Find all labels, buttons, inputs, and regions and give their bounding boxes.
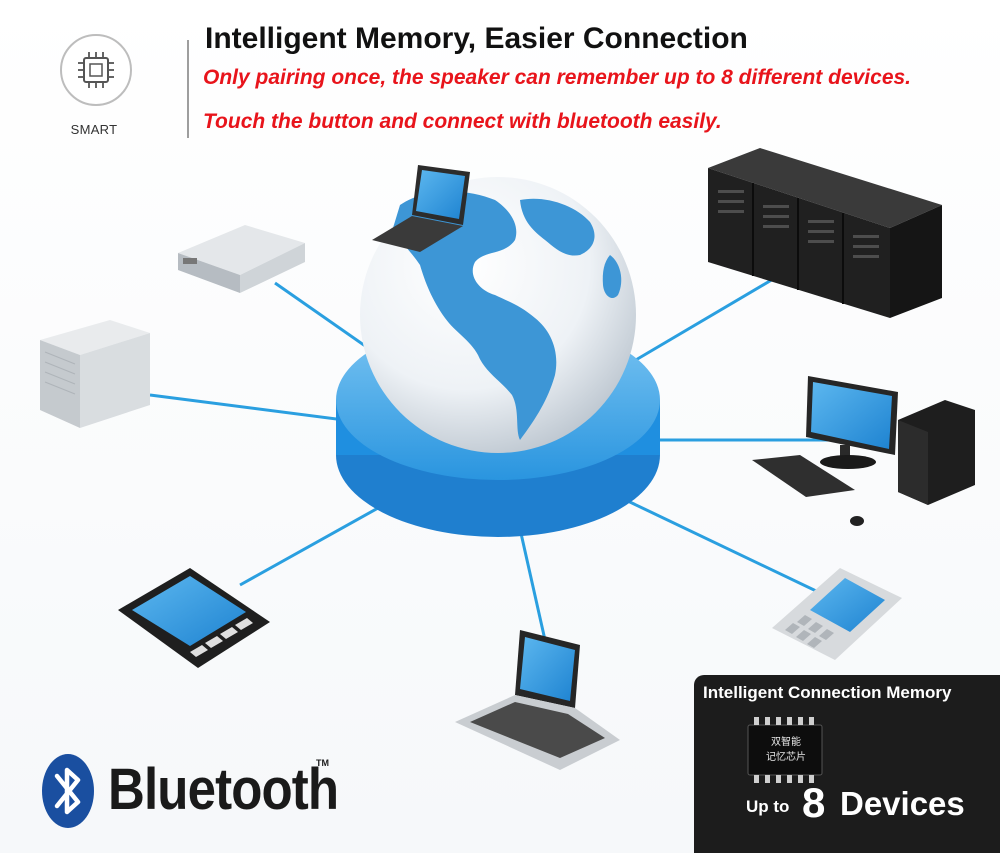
trademark-mark: TM (316, 758, 329, 768)
laptop-top-device (372, 165, 470, 252)
bluetooth-logo: Bluetooth TM (40, 752, 340, 832)
device-count: 8 (802, 779, 826, 826)
server-rack-device (708, 148, 942, 318)
tower-server-device (40, 320, 150, 428)
memory-info-box: Intelligent Connection Memory 双智能 记忆芯片 U… (694, 675, 1000, 853)
memory-box-title: Intelligent Connection Memory (703, 683, 952, 702)
smart-badge-circle (60, 34, 132, 106)
globe (360, 177, 636, 453)
smart-badge: SMART (55, 34, 135, 144)
desktop-pc-device (752, 376, 975, 526)
laptop-bottom-device (455, 630, 620, 770)
tablet-device (118, 568, 270, 668)
bluetooth-icon (42, 754, 94, 828)
router-device (178, 225, 305, 293)
bluetooth-wordmark: Bluetooth (108, 757, 339, 822)
chip-icon (78, 52, 114, 88)
chip-label-line2: 记忆芯片 (766, 752, 806, 763)
chip-label-line1: 双智能 (771, 737, 801, 748)
subheadline-pairing: Only pairing once, the speaker can remem… (203, 66, 912, 89)
memory-chip-icon (747, 717, 823, 783)
mobile-phone-device (772, 568, 902, 660)
header-divider (187, 40, 189, 138)
subheadline-touch: Touch the button and connect with blueto… (203, 110, 722, 133)
devices-label: Devices (840, 785, 965, 822)
headline: Intelligent Memory, Easier Connection (205, 22, 748, 55)
up-to-label: Up to (746, 797, 790, 816)
smart-label: SMART (70, 122, 118, 137)
